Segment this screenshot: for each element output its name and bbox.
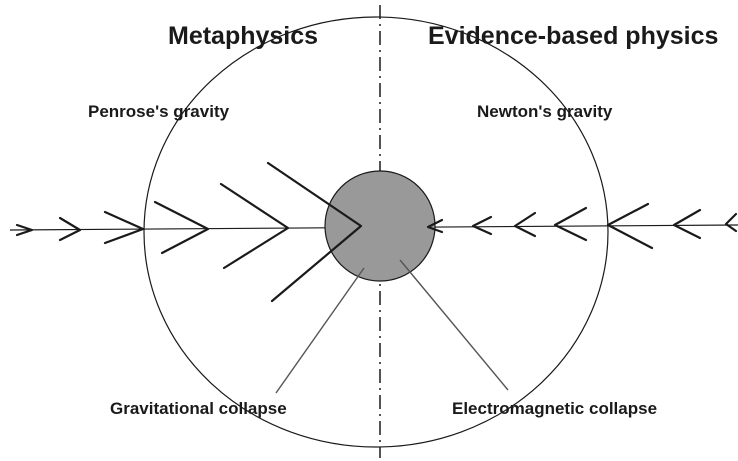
chevron-right-5 bbox=[219, 182, 290, 270]
chevron-right-2 bbox=[58, 216, 82, 242]
left-chevrons bbox=[15, 161, 363, 303]
chevron-left-4 bbox=[553, 206, 588, 242]
chevron-left-7 bbox=[724, 212, 738, 233]
chevron-right-6 bbox=[266, 161, 363, 303]
core-circle bbox=[324, 170, 436, 282]
chevron-left-5 bbox=[606, 202, 654, 250]
label-penrose-gravity: Penrose's gravity bbox=[88, 102, 230, 121]
chevron-left-3 bbox=[513, 211, 537, 238]
chevron-left-6 bbox=[672, 208, 702, 240]
heading-metaphysics: Metaphysics bbox=[168, 22, 319, 50]
outer-circle bbox=[143, 16, 609, 448]
leader-line-left bbox=[275, 267, 365, 394]
chevron-left-2 bbox=[471, 215, 493, 236]
label-gravitational-collapse: Gravitational collapse bbox=[110, 399, 287, 418]
chevron-right-1 bbox=[15, 223, 34, 237]
chevron-left-1 bbox=[426, 218, 444, 234]
heading-evidence-based-physics: Evidence-based physics bbox=[428, 22, 719, 50]
label-newton-gravity: Newton's gravity bbox=[477, 102, 613, 121]
right-chevrons bbox=[426, 202, 738, 250]
chevron-right-4 bbox=[153, 200, 210, 255]
label-electromagnetic-collapse: Electromagnetic collapse bbox=[452, 399, 658, 418]
chevron-right-3 bbox=[103, 210, 145, 245]
leader-line-right bbox=[399, 259, 509, 391]
